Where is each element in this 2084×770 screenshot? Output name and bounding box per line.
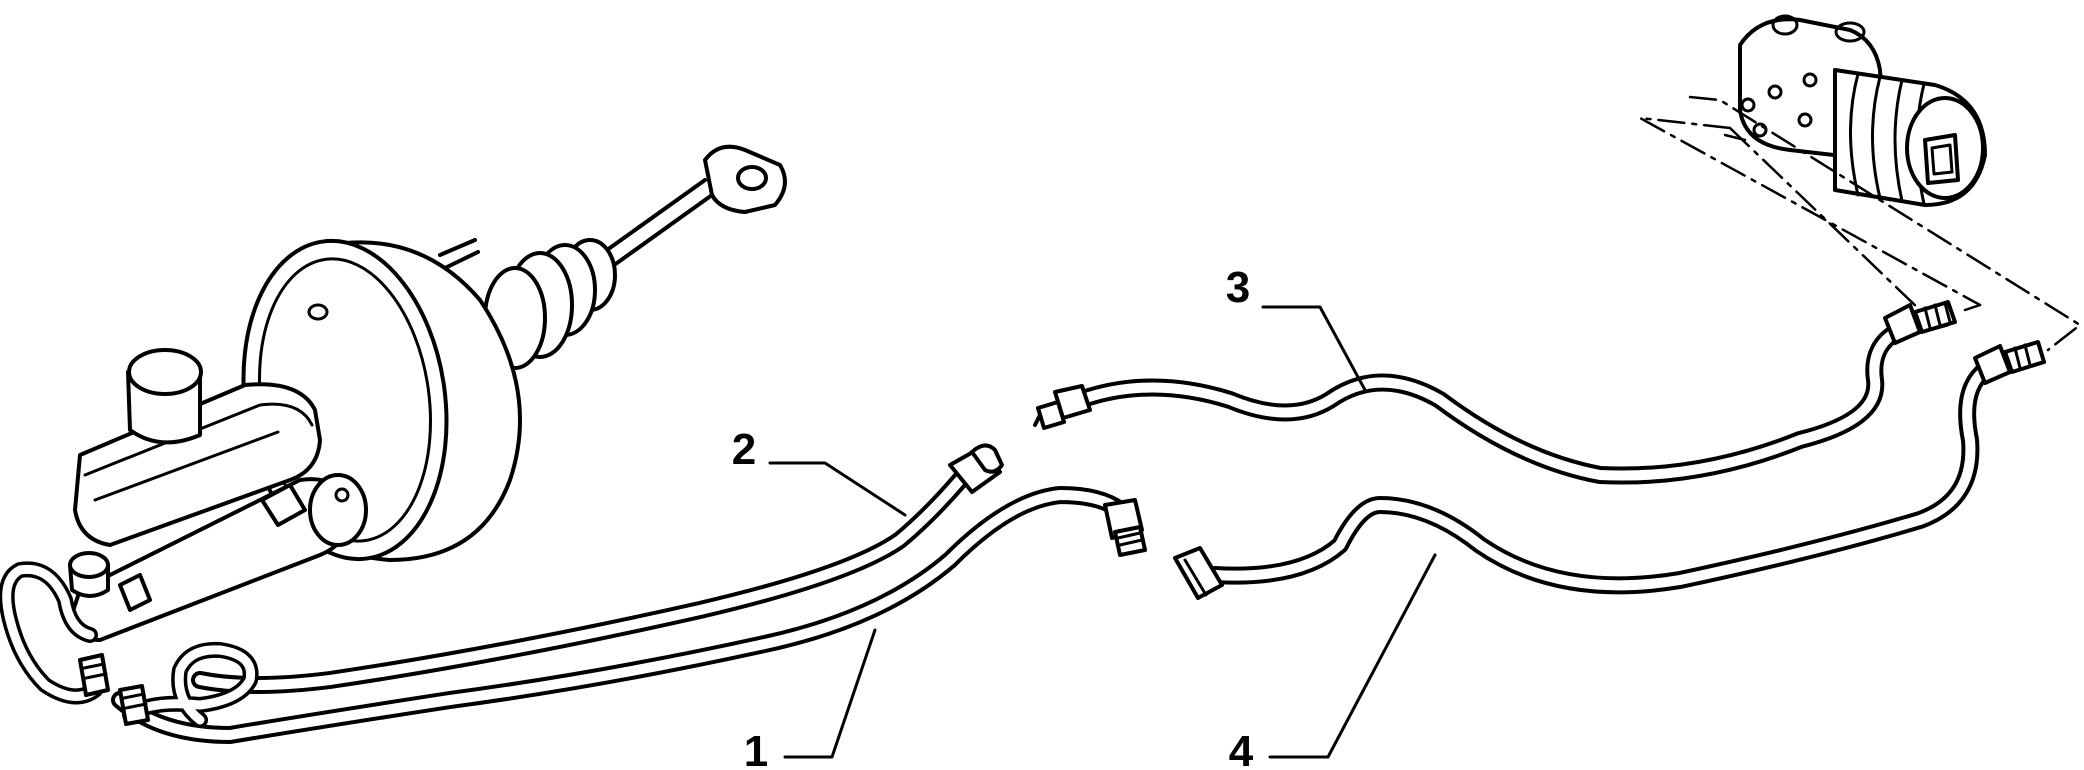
level-sensor (68, 551, 110, 598)
booster-clevis (703, 144, 787, 214)
master-cylinder (68, 348, 368, 642)
fluid-reservoir (73, 382, 322, 547)
callout-4: 4 (1229, 727, 1254, 770)
callout-2-leader (768, 461, 907, 517)
callout-1-leader (783, 628, 877, 759)
master-cylinder-line-loops (0, 561, 259, 728)
brake-line-3 (1033, 300, 1957, 485)
callout-1: 1 (744, 727, 768, 770)
callout-2: 2 (732, 425, 756, 474)
booster-rubber-boot (483, 238, 617, 370)
callout-4-leader (1268, 553, 1437, 759)
reservoir-cap (126, 348, 203, 445)
brake-line-2 (191, 443, 1004, 694)
brake-proportioning-valve (1738, 14, 1987, 207)
callout-leaders (768, 305, 1437, 759)
callout-3: 3 (1226, 263, 1250, 312)
brake-line-1 (111, 486, 1147, 744)
connection-guide-lines (1638, 95, 2082, 352)
callout-3-leader (1261, 305, 1367, 392)
brake-line-4 (1173, 340, 2046, 600)
